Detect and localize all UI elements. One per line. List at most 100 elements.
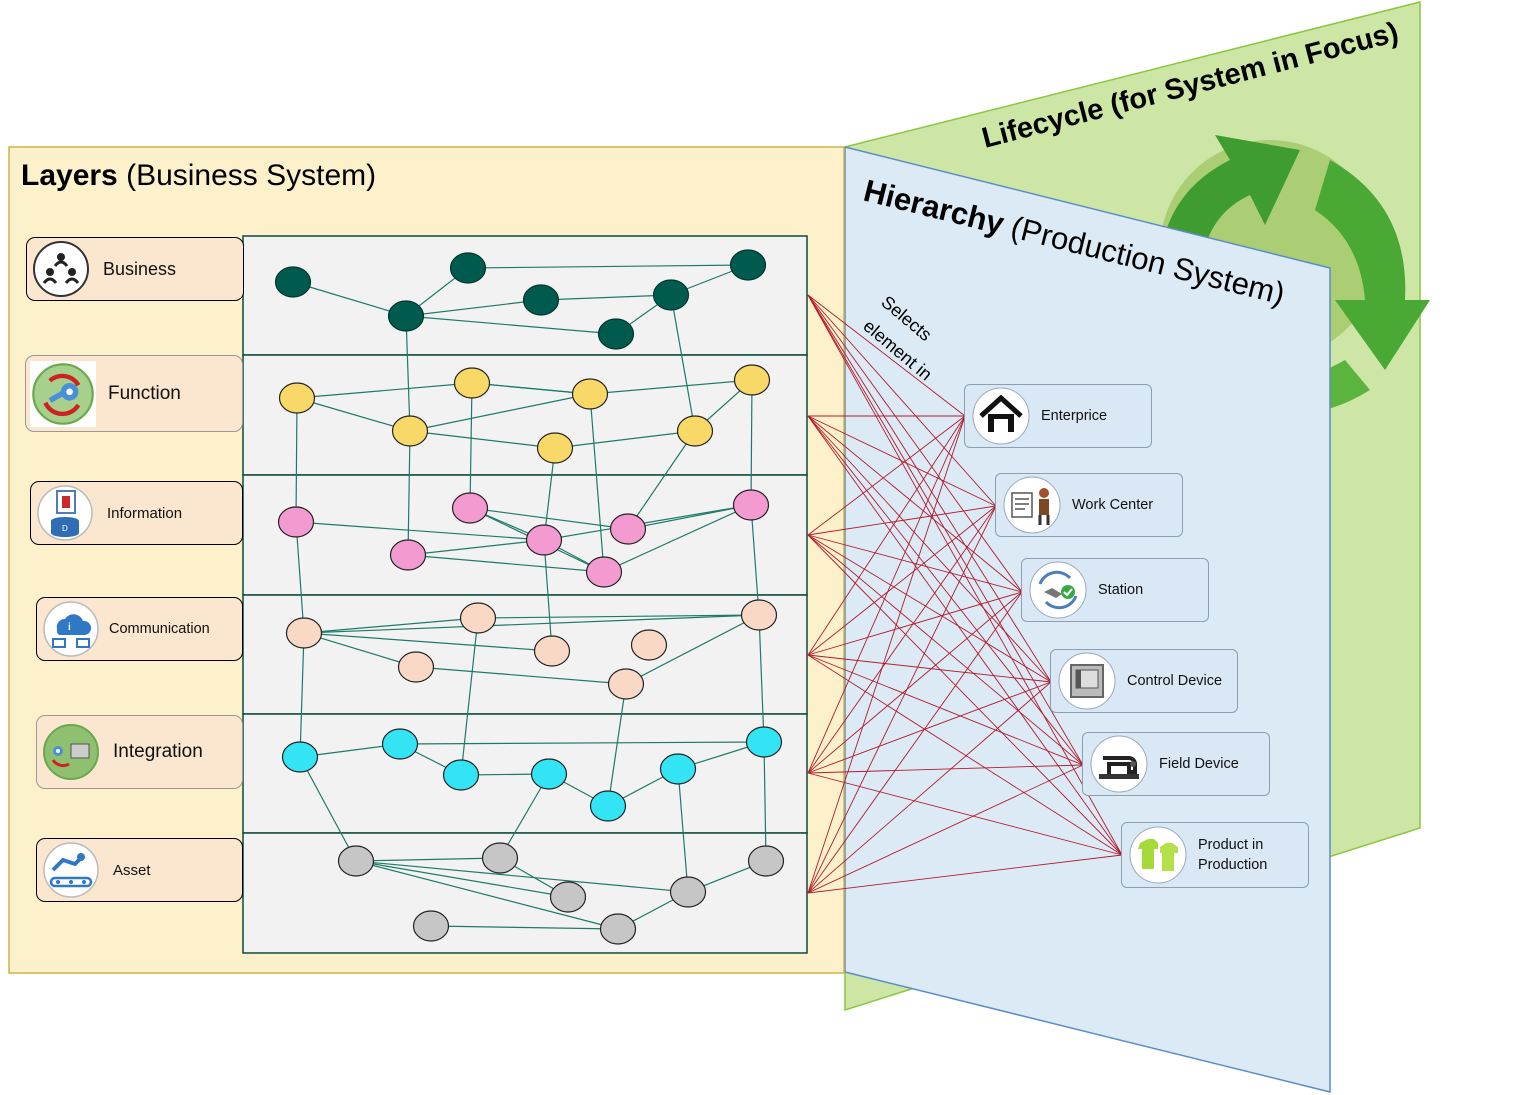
hierarchy-label: Station [1098,582,1144,598]
graph-edge [415,666,627,685]
hierarchy-label: Field Device [1159,756,1239,772]
house-icon [972,387,1030,445]
graph-edges [292,264,767,930]
hierarchy-station[interactable]: Station [1021,558,1209,622]
hierarchy-control-device[interactable]: Control Device [1050,649,1238,713]
graph-node [387,300,425,332]
hierarchy-work-center[interactable]: Work Center [995,473,1183,537]
graph-edge [607,683,627,807]
selector-line [807,764,1084,774]
selector-line [807,415,1052,683]
graph-edge [299,756,357,862]
hierarchy-label: Product in Production [1198,837,1268,873]
hierarchy-label: Control Device [1127,673,1223,689]
graph-edge [540,294,672,301]
graph-edge [469,507,629,530]
graph-edge [763,741,767,862]
graph-node [525,524,563,556]
graph-node [659,753,697,785]
layer-information[interactable]: D Information [30,481,243,545]
graph-node [281,741,319,773]
hierarchy-field-device[interactable]: Field Device [1082,732,1270,796]
gear-cycle-icon [30,360,96,427]
graph-node [381,728,419,760]
graph-edge [750,379,753,506]
graph-edge [299,632,305,758]
graph-node [732,489,770,521]
graph-node [274,266,312,298]
graph-edge [399,741,765,745]
hierarchy-enterprise[interactable]: Enterprice [964,384,1152,448]
selector-line [807,294,1084,766]
layers-title-bold: Layers [21,159,118,192]
selector-line [807,591,1023,894]
graph-node [589,790,627,822]
selector-line [807,294,966,417]
graph-edge [296,382,473,399]
graph-edge [467,264,749,269]
graph-node [481,842,519,874]
graph-node [397,651,435,683]
graph-node [597,318,635,350]
selector-line [807,534,1084,766]
graph-edge [303,632,417,668]
selector-line [807,772,1123,856]
graph-edge [355,860,689,893]
layer-integration[interactable]: Integration [36,715,243,789]
graph-node [337,845,375,877]
graph-edge [627,430,696,530]
selector-line [807,415,1084,766]
graph-node [607,668,645,700]
graph-edge [303,617,479,634]
graph-node [391,415,429,447]
layer-asset[interactable]: Asset [36,838,243,902]
graph-edge [355,860,569,898]
selector-line [807,415,966,774]
graph-edge [407,539,545,556]
people-network-icon [33,241,89,297]
layer-band [242,474,808,596]
graph-node [609,513,647,545]
graph-edge [405,299,542,317]
graph-node [630,629,668,661]
selector-line [807,591,1023,656]
selector-line [807,654,1123,856]
graph-edge [477,614,760,619]
graph-edge [460,617,479,776]
graph-node [747,845,785,877]
cloud-network-icon: i [43,601,99,657]
selector-line [807,505,997,536]
layer-label-text: Asset [113,861,151,879]
graph-node [278,382,316,414]
graph-node [442,759,480,791]
selector-line [807,294,1023,593]
graph-node [729,249,767,281]
graph-edge [589,393,605,573]
hierarchy-product-in-production[interactable]: Product in Production [1121,822,1309,888]
graph-node [533,635,571,667]
selector-line [807,681,1052,894]
layer-communication[interactable]: i Communication [36,597,243,661]
control-panel-icon [1058,652,1116,710]
graph-node [522,284,560,316]
layer-band [242,713,808,834]
graph-edge [670,294,696,432]
graph-node [652,279,690,311]
graph-node [549,881,587,913]
graph-edge [407,554,605,573]
layer-label-text: Integration [113,741,203,762]
graph-node [453,367,491,399]
clothing-icon [1129,826,1187,884]
selector-line [807,681,1052,774]
selector-lines [807,294,1123,894]
selector-line [807,534,1052,683]
graph-node [285,617,323,649]
layer-function[interactable]: Function [25,355,243,432]
graph-edge [405,315,617,335]
graph-edge [295,521,545,541]
selector-line [807,415,1123,856]
layer-business[interactable]: Business [26,237,244,301]
graph-edge [407,430,411,556]
selector-line [807,294,1123,856]
graph-edge [589,379,753,395]
